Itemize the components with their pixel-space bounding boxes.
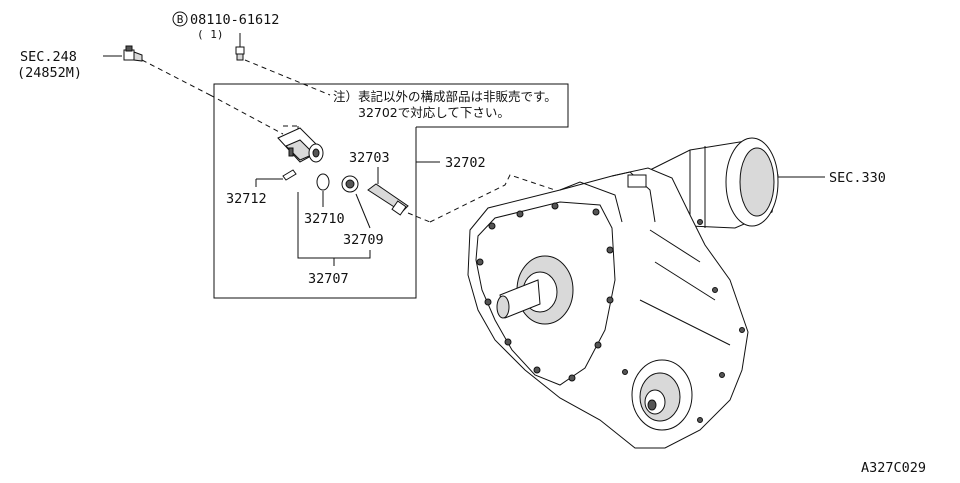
sensor-section-label: SEC.248 xyxy=(20,49,77,65)
note-box: 注）表記以外の構成部品は非販売です。 32702で対応して下さい。 xyxy=(328,83,569,128)
part-label-32703: 32703 xyxy=(349,150,390,166)
speed-sensor-icon xyxy=(123,45,143,62)
bolt-icon xyxy=(235,33,245,61)
note-line-2: 32702で対応して下さい。 xyxy=(358,105,510,120)
sensor-reference: SEC.248 (24852M) xyxy=(17,49,82,81)
bolt-prefix: B xyxy=(177,13,184,26)
bushing-icon xyxy=(341,175,359,193)
part-label-32709: 32709 xyxy=(343,232,384,248)
note-line-1: 注）表記以外の構成部品は非販売です。 xyxy=(333,89,557,104)
bolt-quantity: ( 1) xyxy=(197,28,224,41)
sensor-code-label: (24852M) xyxy=(17,65,82,81)
assembly-box xyxy=(213,83,417,299)
part-label-32712: 32712 xyxy=(226,191,267,207)
drive-gear-icon xyxy=(367,183,409,216)
bolt-part-number: 08110-61612 xyxy=(190,12,279,28)
circle-b-icon xyxy=(172,11,188,27)
sleeve-assembly-icon xyxy=(277,125,324,163)
o-ring-icon xyxy=(316,173,330,191)
part-label-32710: 32710 xyxy=(304,211,345,227)
transfer-case-icon xyxy=(467,137,779,449)
part-label-32707: 32707 xyxy=(308,271,349,287)
bolt-callout: B 08110-61612 ( 1) xyxy=(172,11,279,41)
pin-icon xyxy=(282,169,297,181)
transfer-section-label: SEC.330 xyxy=(829,170,886,186)
part-label-32702: 32702 xyxy=(445,155,486,171)
figure-code: A327C029 xyxy=(861,460,926,476)
